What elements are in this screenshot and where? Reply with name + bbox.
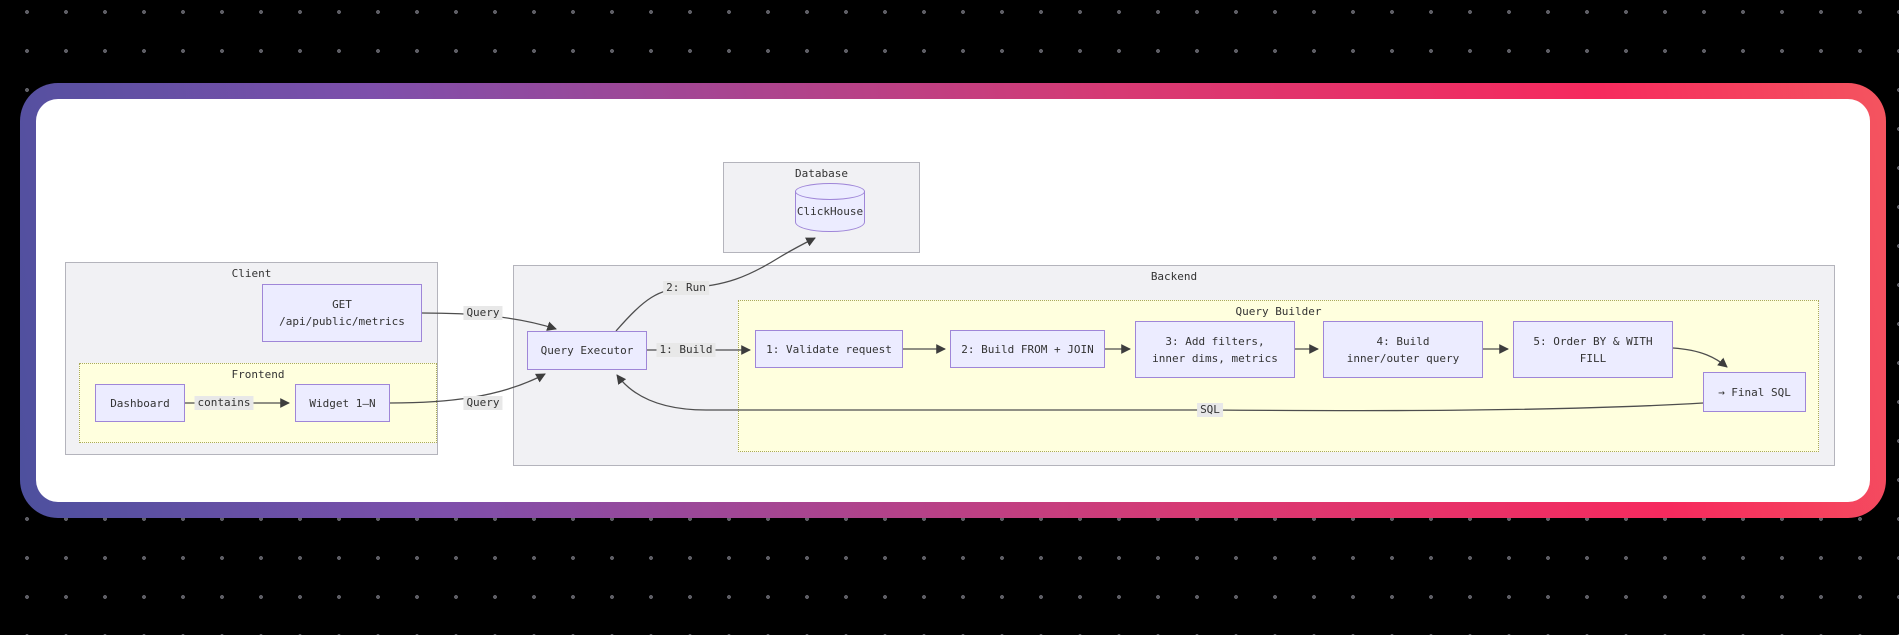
node-get-line1: GET: [332, 298, 352, 311]
node-final-sql: → Final SQL: [1703, 372, 1806, 412]
edge-label-query-get: Query: [463, 306, 503, 320]
node-build-inner-outer: 4: Build inner/outer query: [1323, 321, 1483, 378]
node-query-executor: Query Executor: [527, 331, 647, 370]
node-v4-line1: 4: Build: [1376, 334, 1430, 348]
edge-final-sql-to-executor: [616, 374, 1704, 412]
node-widget: Widget 1–N: [295, 384, 390, 422]
cluster-query-builder-label: Query Builder: [1235, 305, 1322, 318]
cluster-frontend-label: Frontend: [231, 368, 285, 381]
edge-label-query-widget: Query: [463, 396, 503, 410]
node-v1-label: 1: Validate request: [766, 342, 892, 356]
node-v3-line2: inner dims, metrics: [1152, 351, 1278, 365]
cylinder-top: [795, 183, 865, 200]
edge-executor-to-clickhouse: [615, 237, 816, 332]
node-get-endpoint: GET /api/public/metrics: [262, 284, 422, 342]
edge-v5-to-final-sql: [1672, 347, 1728, 368]
node-v3-line1: 3: Add filters,: [1165, 334, 1265, 348]
node-build-from-join: 2: Build FROM + JOIN: [950, 330, 1105, 368]
edge-label-sql: SQL: [1197, 403, 1223, 417]
node-query-executor-label: Query Executor: [540, 344, 634, 357]
cluster-backend-label: Backend: [1150, 270, 1198, 283]
node-order-by-with-fill: 5: Order BY & WITH FILL: [1513, 321, 1673, 378]
edge-label-build: 1: Build: [656, 343, 716, 357]
node-v5-line1: 5: Order BY & WITH: [1533, 334, 1653, 348]
node-clickhouse-label: ClickHouse: [796, 205, 864, 218]
cluster-database-label: Database: [795, 167, 848, 180]
node-v5-line2: FILL: [1579, 351, 1607, 365]
node-validate-request: 1: Validate request: [755, 330, 903, 368]
cluster-client-label: Client: [231, 267, 272, 280]
node-add-filters: 3: Add filters, inner dims, metrics: [1135, 321, 1295, 378]
edge-label-contains: contains: [194, 396, 254, 410]
edge-label-run: 2: Run: [663, 281, 709, 295]
node-dashboard: Dashboard: [95, 384, 185, 422]
node-v2-label: 2: Build FROM + JOIN: [961, 342, 1094, 356]
node-dashboard-label: Dashboard: [110, 396, 170, 410]
node-final-sql-label: → Final SQL: [1718, 385, 1791, 399]
node-v4-line2: inner/outer query: [1346, 351, 1460, 365]
node-widget-label: Widget 1–N: [309, 396, 376, 410]
node-clickhouse: ClickHouse: [795, 183, 865, 233]
node-get-line2: /api/public/metrics: [279, 315, 405, 328]
